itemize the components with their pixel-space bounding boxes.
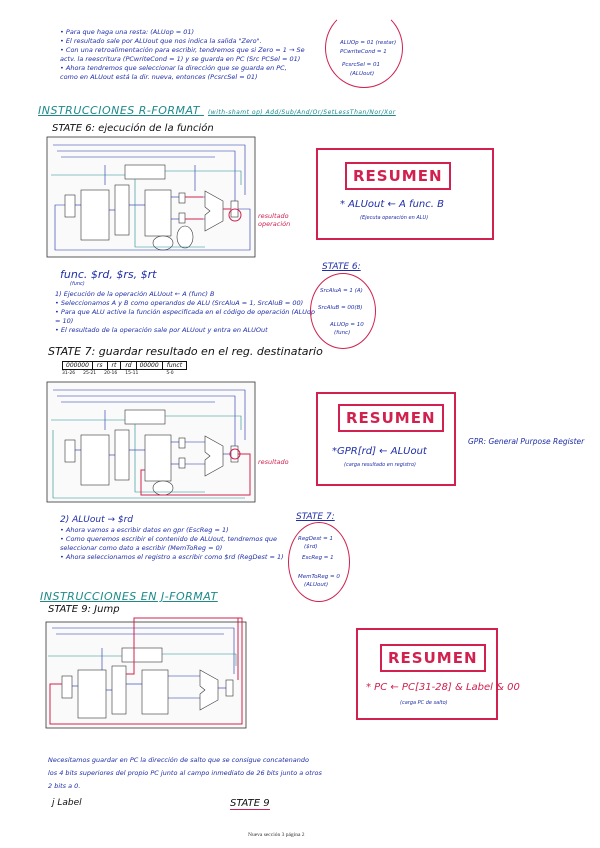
state7-notes: 2) ALUout → $rd • Ahora vamos a escribir… xyxy=(60,514,310,562)
j-format-notes: Necesitamos guardar en PC la dirección d… xyxy=(48,754,368,793)
state7-circle-line: ($rd) xyxy=(304,544,318,550)
r-format-heading-text: INSTRUCCIONES R-FORMAT xyxy=(38,104,200,117)
format-field: 000000 xyxy=(63,362,93,369)
func-line: func. $rd, $rs, $rt xyxy=(60,268,157,281)
top-note-line: • Para que haga una resta: (ALUop = 01) xyxy=(60,28,195,36)
state6-circle-line: ALUOp = 10 xyxy=(330,322,364,328)
state9-title: STATE 9: Jump xyxy=(48,604,120,615)
state7-note-line: • Ahora seleccionamos el registro a escr… xyxy=(60,553,284,561)
state6-result-callout: resultado operación xyxy=(258,212,291,228)
r-format-heading: INSTRUCCIONES R-FORMAT (with-shamt op) A… xyxy=(38,104,396,117)
top-note-line: • Ahora tendremos que seleccionar la dir… xyxy=(60,64,287,72)
state7-circle xyxy=(288,522,350,602)
resumen-title: RESUMEN xyxy=(345,162,451,190)
state6-circle-line: SrcAluB = 00(B) xyxy=(318,305,363,311)
state7-note-line: • Como queremos escribir el contenido de… xyxy=(60,535,278,543)
j-format-heading: INSTRUCCIONES EN J-FORMAT xyxy=(40,590,218,603)
state7-note-line: seleccionar como dato a escribir (MemToR… xyxy=(60,544,223,552)
top-circle-line: (ALUout) xyxy=(350,71,375,77)
resumen-formula: * ALUout ← A func. B xyxy=(340,199,444,210)
top-circle-line: PCwriteCond = 1 xyxy=(340,49,387,55)
state6-circle-line: SrcAluA = 1 (A) xyxy=(320,288,363,294)
page-footer: Nueva sección 3 página 2 xyxy=(248,832,305,838)
resumen-title: RESUMEN xyxy=(380,644,486,672)
state7-note-line: • Ahora vamos a escribir datos en gpr (E… xyxy=(60,526,229,534)
format-bits: 20-16 xyxy=(104,371,118,376)
r-format-heading-note: (with-shamt op) Add/Sub/And/Or/SetLessTh… xyxy=(207,109,396,116)
state6-circle xyxy=(310,273,376,349)
state7-circle-line: (ALUout) xyxy=(304,582,329,588)
datapath-diagram-state9 xyxy=(45,617,247,729)
state6-title: STATE 6: ejecución de la función xyxy=(52,123,214,134)
format-field: funct xyxy=(166,362,183,369)
j-note-line: los 4 bits superiores del propio PC junt… xyxy=(48,769,322,777)
func-sub: (func) xyxy=(70,281,85,287)
instruction-format-bits: 31-26 25-21 20-16 15-11 5-0 xyxy=(62,371,174,376)
instruction-format-table: 000000 rs rt rd 00000 funct xyxy=(62,361,188,370)
j-note-line: 2 bits a 0. xyxy=(48,782,81,790)
state6-circle-line: (func) xyxy=(334,330,351,336)
resumen-box-state6 xyxy=(316,148,494,240)
j-label-line: j Label xyxy=(52,798,82,808)
resumen-box-state9 xyxy=(356,628,498,720)
format-bits: 31-26 xyxy=(62,371,76,376)
state7-result-callout: resultado xyxy=(258,458,289,466)
state9-label: STATE 9 xyxy=(230,798,270,810)
state6-note-line: 1) Ejecución de la operación ALUout ← A … xyxy=(55,290,215,298)
top-state-circle xyxy=(325,8,403,88)
state7-circle-line: EscReg = 1 xyxy=(302,555,334,561)
top-note-line: • El resultado sale por ALUout que nos i… xyxy=(60,37,262,45)
format-bits: 5-0 xyxy=(166,371,174,376)
resumen-formula: *GPR[rd] ← ALUout xyxy=(332,446,427,457)
state7-circle-line: RegDest = 1 xyxy=(298,536,333,542)
format-field: rs xyxy=(93,362,108,369)
state6-note-line: • Para que ALU active la función especif… xyxy=(55,308,315,325)
j-note-line: Necesitamos guardar en PC la dirección d… xyxy=(48,756,309,764)
gpr-note: GPR: General Purpose Register xyxy=(468,437,585,446)
resumen-formula: * PC ← PC[31-28] & Label & 00 xyxy=(366,682,520,693)
datapath-diagram-state7 xyxy=(46,381,256,503)
resumen-title: RESUMEN xyxy=(338,404,444,432)
top-note-line: como en ALUout está la dir. nueva, enton… xyxy=(60,73,258,81)
top-notes: • Para que haga una resta: (ALUop = 01) … xyxy=(60,28,330,82)
top-circle-line: PcsrcSel = 01 xyxy=(342,62,380,68)
top-circle-line: ALUOp = 01 (restar) xyxy=(340,40,397,46)
state7-title: STATE 7: guardar resultado en el reg. de… xyxy=(48,345,323,358)
top-note-line: actv. la reescritura (PCwriteCond = 1) y… xyxy=(60,55,301,63)
format-field: rt xyxy=(108,362,122,369)
state6-note-line: • El resultado de la operación sale por … xyxy=(55,326,268,334)
state6-notes: 1) Ejecución de la operación ALUout ← A … xyxy=(55,290,315,335)
state7-circle-line: MemToReg = 0 xyxy=(298,574,340,580)
format-field: 00000 xyxy=(137,362,163,369)
resumen-sub: (carga PC de salto) xyxy=(400,700,448,706)
top-note-line: • Con una retroalimentación para escribi… xyxy=(60,46,305,54)
state7-note-line: 2) ALUout → $rd xyxy=(60,515,133,525)
state7-circle-title: STATE 7: xyxy=(296,512,335,522)
format-field: rd xyxy=(121,362,137,369)
resumen-sub: (carga resultado en registro) xyxy=(344,462,416,468)
state6-circle-title: STATE 6: xyxy=(322,262,361,272)
format-bits: 25-21 xyxy=(83,371,97,376)
format-bits: 15-11 xyxy=(125,371,139,376)
datapath-diagram-state6 xyxy=(46,136,256,258)
resumen-box-state7 xyxy=(316,392,456,486)
resumen-sub: (Ejecuta operación en ALU) xyxy=(360,215,429,221)
state6-note-line: • Seleccionamos A y B como operandos de … xyxy=(55,299,304,307)
